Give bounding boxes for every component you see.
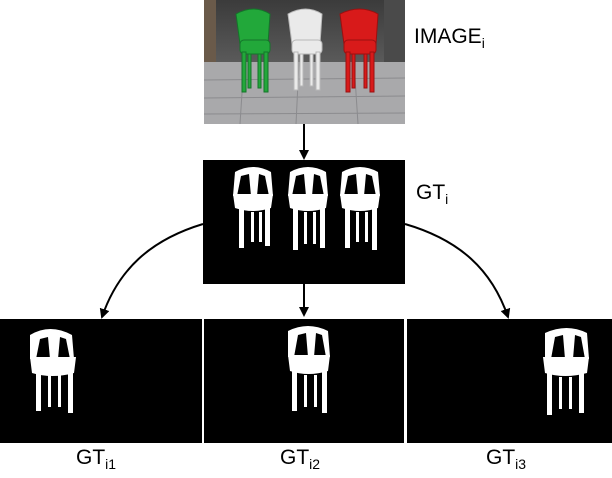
split-label-3-subscript: i3 [515,456,527,472]
split-mask-3 [543,328,589,415]
gt-mask-label-text: GT [416,181,446,204]
split-mask-1 [30,329,76,413]
split-mask-panel-3 [407,319,612,443]
source-image-label-text: IMAGE [414,25,482,48]
gt-mask-label-subscript: i [445,191,449,207]
split-label-2-text: GT [280,446,310,469]
split-label-1-subscript: i1 [105,456,117,472]
arrow-gt-to-gti3 [404,223,511,319]
white-chair [287,8,323,91]
split-mask-panel-2 [204,319,404,443]
split-label-2-subscript: i2 [309,456,321,472]
split-label-3: GTi3 [486,447,526,471]
gt-mask-panel [203,160,405,284]
arrow-gt-to-gti1 [99,223,204,319]
source-image-label-subscript: i [481,35,485,51]
green-chair [235,8,271,93]
split-label-3-text: GT [486,446,516,469]
split-label-1: GTi1 [76,447,116,471]
split-mask-2 [288,326,330,413]
split-label-1-text: GT [76,446,106,469]
gt-mask [233,167,380,250]
source-image-label: IMAGEi [414,26,485,50]
source-photo [204,0,405,124]
source-image-panel [204,0,405,124]
split-mask-panel-1 [0,319,202,443]
red-chair [339,8,379,93]
split-label-2: GTi2 [280,447,320,471]
gt-mask-label: GTi [416,182,448,206]
